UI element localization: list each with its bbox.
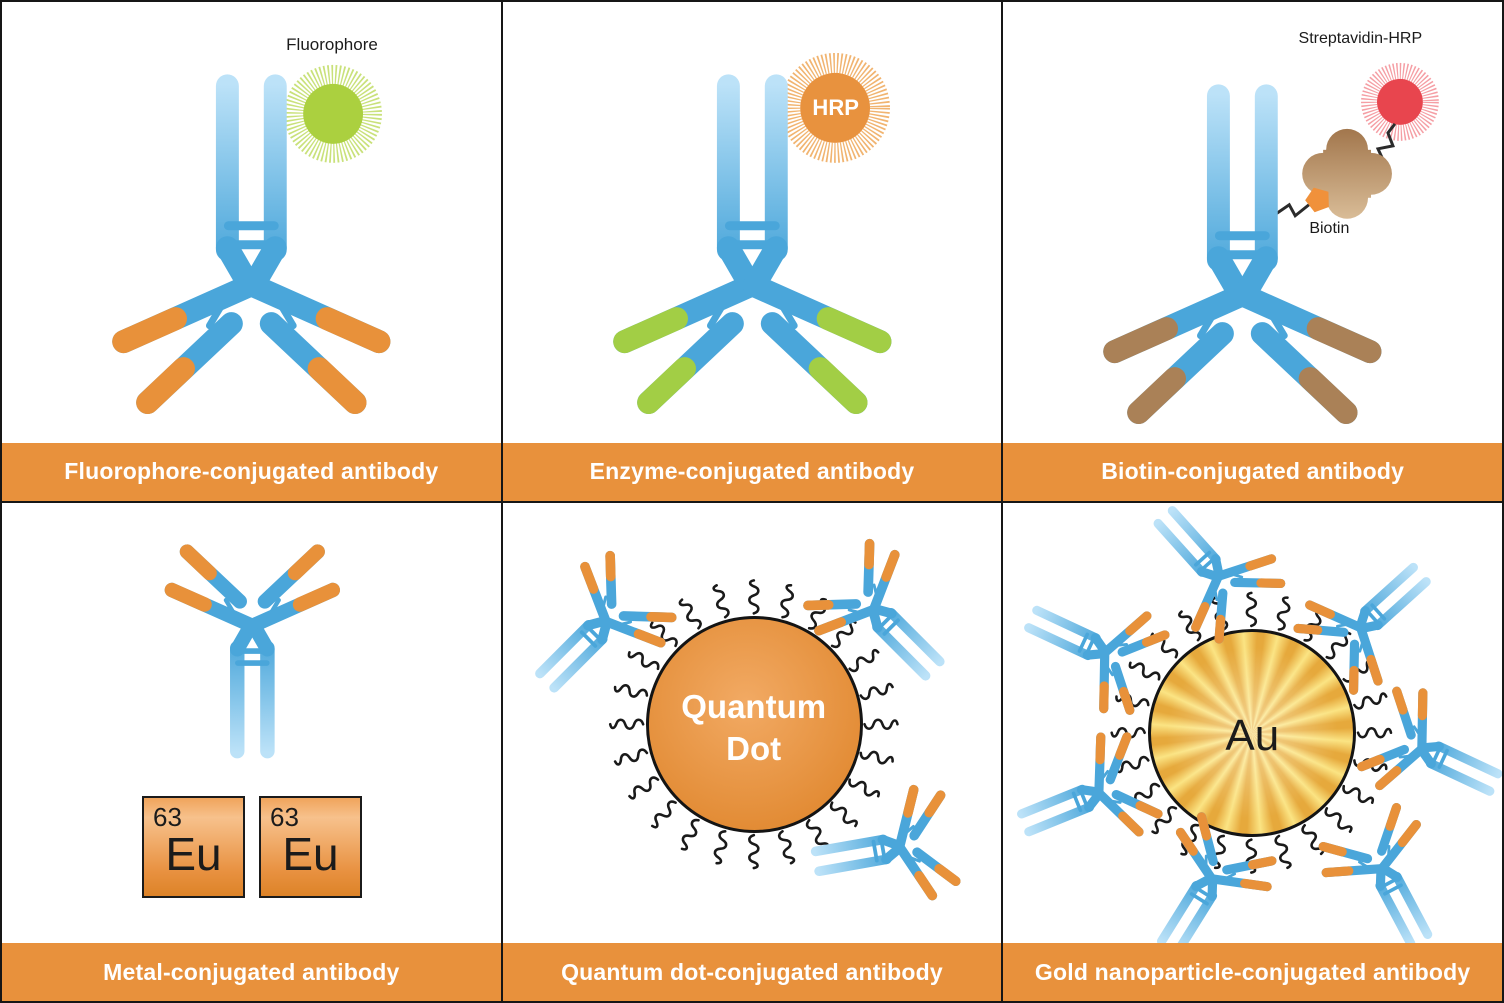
antibody-icon xyxy=(172,551,333,750)
element-symbol: Eu xyxy=(282,827,339,880)
panel-biotin: Streptavidin-HRP Biotin Biotin-conjugate… xyxy=(1003,2,1502,501)
antibody-icon xyxy=(808,785,957,914)
panel-enzyme: HRP Enzyme-conjugated antibody xyxy=(502,2,1002,501)
quantum-dot-particle xyxy=(645,615,863,833)
panel-metal-canvas: 63 Eu 63 Eu xyxy=(2,503,501,944)
fluorophore-starburst-icon xyxy=(284,64,382,163)
element-symbol: Eu xyxy=(165,827,222,880)
antibody-icon xyxy=(1127,811,1281,943)
gold-particle xyxy=(1148,628,1357,837)
caption-enzyme: Enzyme-conjugated antibody xyxy=(502,442,1002,501)
panel-fluorophore-canvas: Fluorophore xyxy=(2,2,501,443)
caption-biotin: Biotin-conjugated antibody xyxy=(1003,442,1502,501)
biotin-icon xyxy=(1305,187,1330,213)
element-number: 63 xyxy=(270,801,299,832)
panel-fluorophore: Fluorophore Fluorophore-conjugated antib… xyxy=(2,2,501,501)
biotin-label: Biotin xyxy=(1309,220,1350,237)
element-number: 63 xyxy=(153,801,182,832)
panel-enzyme-canvas: HRP xyxy=(503,2,1002,443)
antibody-icon xyxy=(1292,536,1454,697)
caption-fluorophore: Fluorophore-conjugated antibody xyxy=(2,442,501,501)
element-tile: 63 Eu xyxy=(142,795,245,898)
caption-metal: Metal-conjugated antibody xyxy=(2,943,501,1001)
hrp-starburst-icon xyxy=(779,52,890,163)
panel-metal: 63 Eu 63 Eu Metal-conjugated antibody xyxy=(2,502,501,1001)
caption-quantum-dot: Quantum dot-conjugated antibody xyxy=(502,943,1002,1001)
panel-biotin-canvas: Streptavidin-HRP Biotin xyxy=(1003,2,1502,443)
element-tile: 63 Eu xyxy=(259,795,362,898)
antibody-icon xyxy=(1358,682,1502,828)
streptavidin-hrp-starburst-icon xyxy=(1361,62,1440,141)
antibody-icon xyxy=(1006,727,1162,869)
antibody-icon xyxy=(1128,503,1289,645)
panel-gold-canvas: Au xyxy=(1003,503,1502,944)
antibody-icon xyxy=(509,548,679,718)
particle-label: Au xyxy=(1225,710,1280,760)
streptavidin-icon xyxy=(1302,128,1393,219)
antibody-icon xyxy=(801,536,971,706)
streptavidin-hrp-label: Streptavidin-HRP xyxy=(1298,30,1423,47)
panel-quantum-dot-canvas: Quantum Dot xyxy=(503,503,1002,944)
fluorophore-label: Fluorophore xyxy=(286,35,378,54)
hrp-label: HRP xyxy=(812,95,859,120)
particle-label: Quantum Dot xyxy=(681,687,827,767)
panel-quantum-dot: Quantum Dot Quantum dot-conjugated antib… xyxy=(502,502,1002,1001)
antibody-icon xyxy=(1012,572,1170,718)
caption-gold: Gold nanoparticle-conjugated antibody xyxy=(1003,943,1502,1001)
antibody-icon xyxy=(1315,803,1465,943)
panel-gold: Au Gold nanoparticle-conjugated antibody xyxy=(1003,502,1502,1001)
